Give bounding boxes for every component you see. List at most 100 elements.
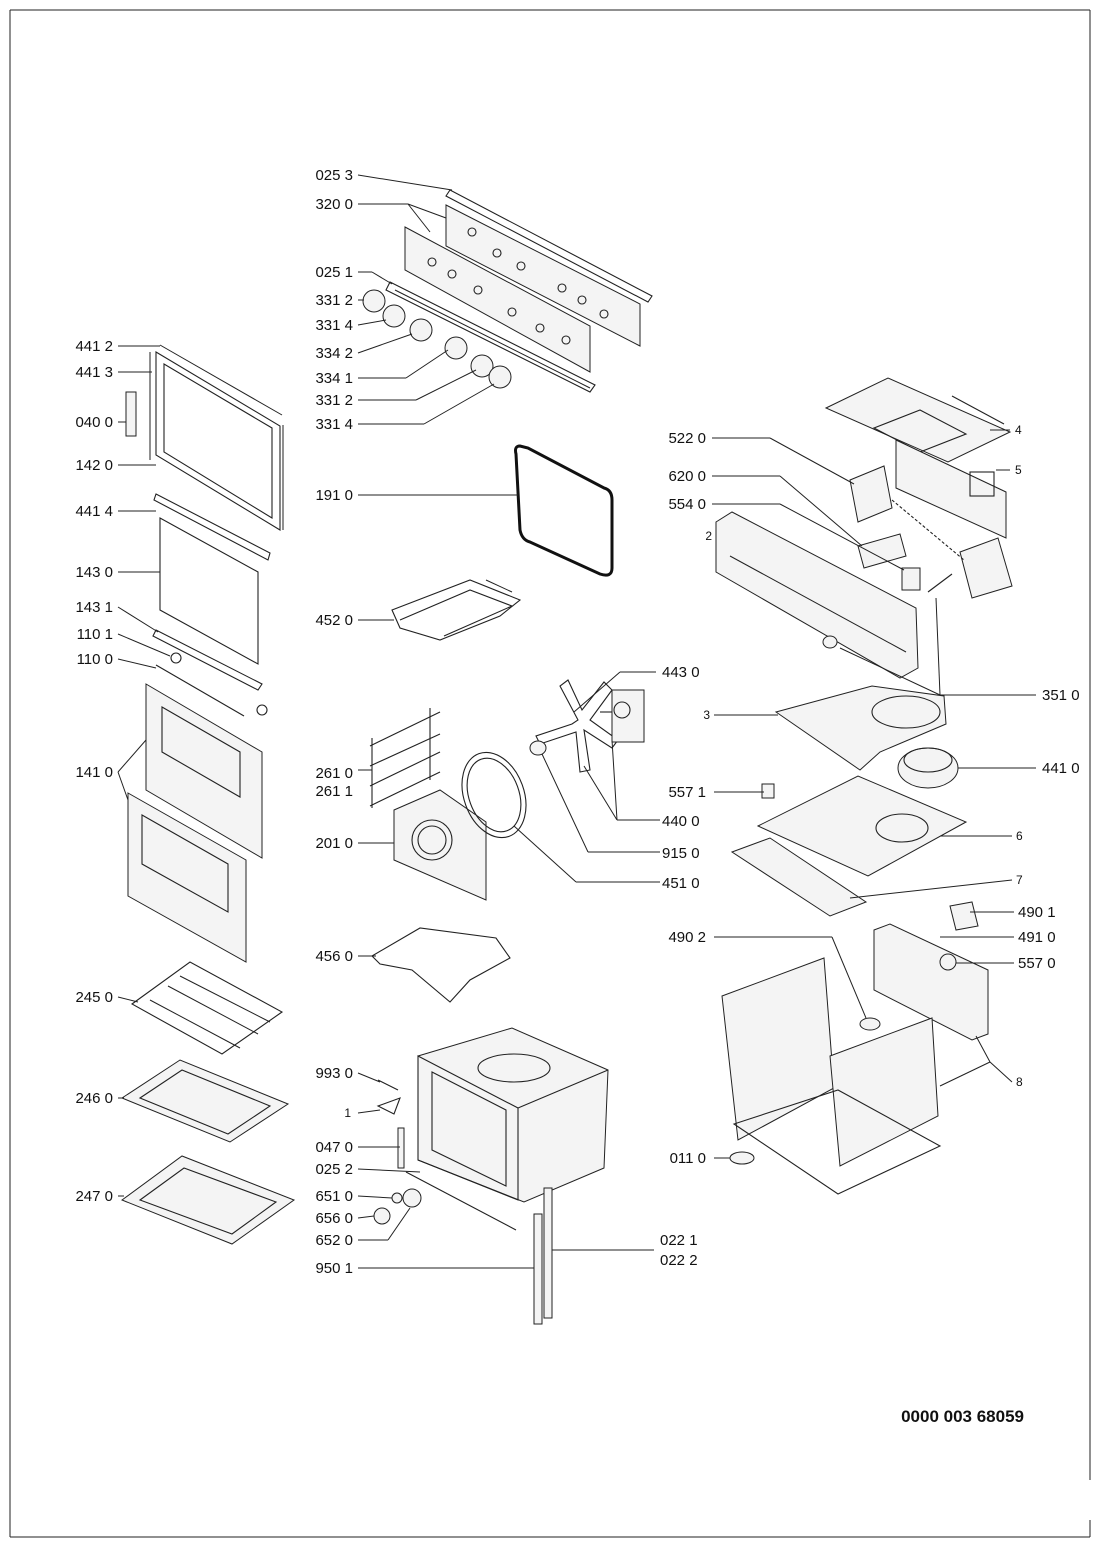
drip-tray-part (120, 1155, 296, 1245)
fan-cover-part (393, 789, 487, 901)
side-rail-part (533, 1187, 553, 1325)
foot-part (729, 1151, 755, 1165)
document-number: 0000 003 68059 (901, 1407, 1024, 1426)
leader-lines (117, 174, 1036, 1269)
control-panel-front-part (404, 226, 591, 373)
callout-201-0: 201 0 (315, 835, 353, 852)
callout-143-0: 143 0 (75, 564, 113, 581)
callout-441-2: 441 2 (75, 338, 113, 355)
thermostat-part (901, 567, 953, 593)
callout-4: 4 (1015, 423, 1022, 437)
callout-143-1: 143 1 (75, 599, 113, 616)
callout-246-0: 246 0 (75, 1090, 113, 1107)
door-glass-part (159, 517, 259, 665)
callout-3: 3 (703, 708, 710, 722)
callout-011-0: 011 0 (670, 1150, 706, 1167)
callout-441-4: 441 4 (75, 503, 113, 520)
rear-electronics-board-part (873, 923, 989, 1041)
callout-656-0: 656 0 (315, 1210, 353, 1227)
outer-door-part (127, 683, 263, 963)
callout-915-0: 915 0 (662, 845, 700, 862)
baking-tray-part (120, 1059, 290, 1143)
callout-025-1: 025 1 (315, 264, 353, 281)
door-hinge-part (125, 391, 137, 437)
control-panel-rear-part (445, 204, 641, 347)
callout-1: 1 (344, 1106, 351, 1120)
callout-331-2-b: 331 2 (315, 392, 353, 409)
callout-110-1: 110 1 (77, 626, 113, 643)
callout-557-0: 557 0 (1018, 955, 1056, 972)
fan-blade-part (535, 679, 619, 773)
callout-993-0: 993 0 (315, 1065, 353, 1082)
door-rail-part (152, 629, 263, 691)
callout-022-2: 022 2 (660, 1252, 698, 1269)
callout-6: 6 (1016, 829, 1023, 843)
callout-110-0: 110 0 (77, 651, 113, 668)
lower-element-part (371, 927, 511, 1003)
callout-320-0: 320 0 (315, 196, 353, 213)
page-frame (9, 9, 1091, 1538)
callout-025-2: 025 2 (315, 1161, 353, 1178)
callout-261-1: 261 1 (315, 783, 353, 800)
small-fittings-part (373, 1079, 517, 1231)
cooling-fan-part (897, 747, 959, 789)
fan-nut-part (529, 740, 547, 756)
callout-620-0: 620 0 (668, 468, 706, 485)
grill-element-part (391, 579, 522, 641)
callout-331-4-b: 331 4 (315, 416, 353, 433)
callout-554-0: 554 0 (668, 496, 706, 513)
callout-441-3: 441 3 (75, 364, 113, 381)
terminal-block-part (857, 533, 907, 569)
callout-441-0: 441 0 (1042, 760, 1080, 777)
control-frame-part (715, 511, 919, 679)
control-knobs-part (362, 289, 512, 389)
callout-334-2: 334 2 (315, 345, 353, 362)
callout-440-0: 440 0 (662, 813, 700, 830)
callout-950-1: 950 1 (315, 1260, 353, 1277)
callout-7: 7 (1016, 873, 1023, 887)
door-handle-rod-part (155, 652, 268, 717)
callout-8: 8 (1016, 1075, 1023, 1089)
callout-labels: 025 3 320 0 025 1 331 2 331 4 334 2 334 … (75, 167, 1079, 1277)
electronic-module-part (949, 901, 979, 931)
callout-2: 2 (705, 529, 712, 543)
callout-5: 5 (1015, 463, 1022, 477)
door-trim-rail-part (153, 493, 271, 561)
callout-490-1: 490 1 (1018, 904, 1056, 921)
callout-652-0: 652 0 (315, 1232, 353, 1249)
callout-491-0: 491 0 (1018, 929, 1056, 946)
callout-651-0: 651 0 (315, 1188, 353, 1205)
callout-247-0: 247 0 (75, 1188, 113, 1205)
callout-351-0: 351 0 (1042, 687, 1080, 704)
callout-047-0: 047 0 (315, 1139, 353, 1156)
callout-040-0: 040 0 (75, 414, 113, 431)
circular-element-part (461, 751, 527, 839)
callout-331-4-a: 331 4 (315, 317, 353, 334)
insulation-plate-part (756, 775, 968, 877)
callout-452-0: 452 0 (315, 612, 353, 629)
oven-cavity-part (417, 1027, 609, 1203)
door-gasket-part (514, 444, 614, 577)
callout-191-0: 191 0 (315, 487, 353, 504)
callout-141-0: 141 0 (75, 764, 113, 781)
trim-strip-part (445, 189, 653, 303)
panel-bracket-part (385, 281, 596, 393)
callout-261-0: 261 0 (315, 765, 353, 782)
callout-451-0: 451 0 (662, 875, 700, 892)
selector-switch-part (849, 465, 1013, 599)
callout-522-0: 522 0 (668, 430, 706, 447)
callout-025-3-top: 025 3 (315, 167, 353, 184)
callout-334-1: 334 1 (315, 370, 353, 387)
inner-door-glass-part (149, 344, 284, 531)
callout-490-2: 490 2 (668, 929, 706, 946)
callout-331-2-a: 331 2 (315, 292, 353, 309)
top-plate-part (774, 685, 947, 771)
top-cover-part (824, 377, 1012, 463)
callout-245-0: 245 0 (75, 989, 113, 1006)
deflector-plate-part (730, 837, 868, 917)
callout-022-1: 022 1 (660, 1232, 698, 1249)
callout-557-1: 557 1 (668, 784, 706, 801)
thermal-cutout-part (761, 783, 775, 799)
callout-443-0: 443 0 (662, 664, 700, 681)
